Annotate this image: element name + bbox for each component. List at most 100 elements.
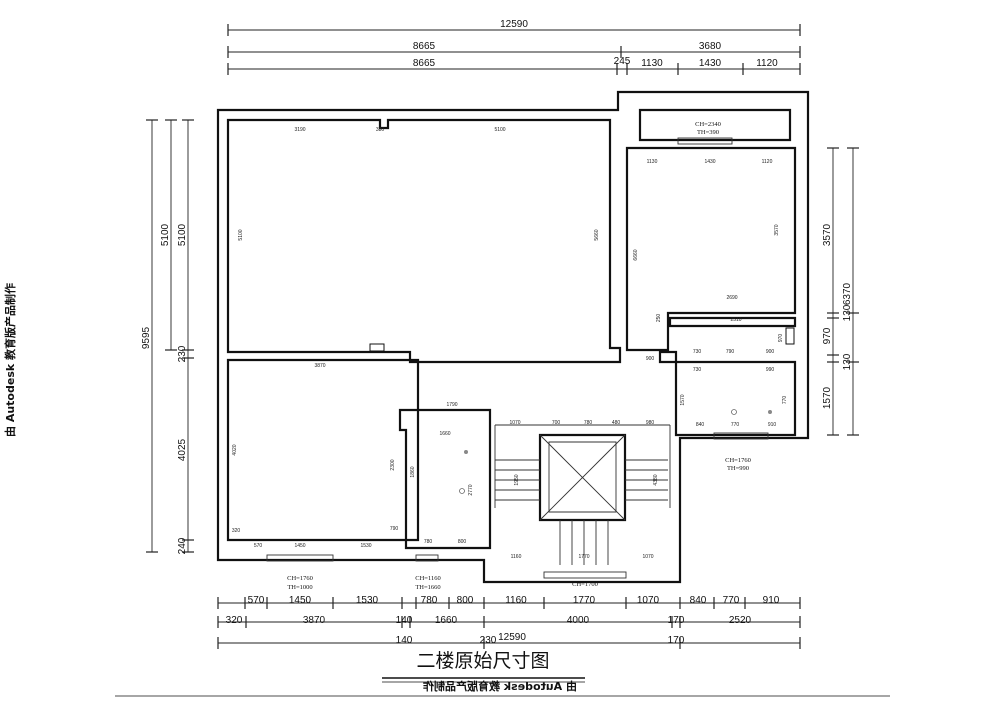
room2-dim-d: 6660	[633, 249, 639, 260]
dim-bottom2-a: 320	[226, 615, 243, 626]
dim-left-inner-3: 4025	[177, 438, 188, 461]
stair-dim-b: 700	[552, 420, 561, 426]
dim-right-2: 130	[842, 304, 853, 321]
dim-bottom2-c: 140	[396, 615, 413, 626]
walls	[216, 90, 810, 584]
dim-bottom1-d: 780	[421, 595, 438, 606]
room2-dim-a: 1130	[647, 159, 658, 165]
dim-top-row3-c: 1130	[641, 58, 663, 69]
room2-dim-f: 2690	[726, 295, 737, 301]
dim-right-5: 1570	[822, 386, 833, 409]
room4-dim-h: 800	[458, 539, 467, 545]
dim-right-1: 3570	[822, 223, 833, 246]
dim-right-3: 970	[822, 327, 833, 344]
room5-dim-c: 900	[766, 349, 775, 355]
stair-dim-e: 980	[646, 420, 655, 426]
room4-dim-a: 1790	[446, 402, 457, 408]
dim-bottom2-f: 170	[668, 615, 685, 626]
dim-top-row3-e: 1120	[756, 58, 778, 69]
note-left-th: TH=1000	[287, 584, 312, 591]
note-right-th: TH=990	[727, 465, 749, 472]
room5-dim-m: 970	[778, 334, 784, 343]
room5-dim-l: 900	[646, 356, 655, 362]
dim-left-inner-4: 240	[177, 537, 188, 554]
room4-dim-e: 1860	[410, 466, 416, 477]
room3-dim-c: 320	[232, 528, 241, 534]
dim-left-inner-1: 5100	[177, 223, 188, 246]
room5-dim-i: 910	[768, 422, 777, 428]
room4-dim-g: 780	[424, 539, 433, 545]
dim-bottom3-b: 230	[480, 635, 497, 646]
room5-dim-h: 770	[731, 422, 740, 428]
stair-dim-d: 480	[612, 420, 621, 426]
room5-dim-j: 770	[782, 396, 788, 405]
interior-dimensions: 3190 380 5100 5100 5660 1130 1430 1120 6…	[232, 127, 788, 560]
room5-dim-a: 730	[693, 349, 702, 355]
dim-top-row3-b: 245	[614, 56, 631, 67]
dim-bottom1-j: 770	[723, 595, 740, 606]
room4-dim-f: 790	[390, 526, 399, 532]
dim-right-side: 6370	[842, 282, 853, 305]
room3-dim-b: 4020	[232, 444, 238, 455]
dim-bottom1-e: 800	[457, 595, 474, 606]
watermark-left: 由 Autodesk 教育版产品制作	[3, 283, 17, 437]
room3-dim-f: 1530	[360, 543, 371, 549]
dim-bottom1-f: 1160	[505, 595, 527, 606]
dim-left-inner-2: 230	[177, 345, 188, 362]
dim-bottom1-k: 910	[763, 595, 780, 606]
windows	[266, 137, 769, 579]
dim-top-row3-d: 1430	[699, 58, 722, 69]
dim-left-outer: 9595	[141, 326, 152, 349]
dim-top-row2-b: 3680	[699, 41, 722, 52]
room1-dim-d: 5100	[238, 229, 244, 240]
dim-bottom1-c: 1530	[356, 595, 379, 606]
room5-dim-f: 1570	[680, 394, 686, 405]
fixtures	[369, 327, 795, 494]
stair-dim-c: 780	[584, 420, 593, 426]
stair-dim-a: 1070	[509, 420, 520, 426]
dim-bottom2-e: 4000	[567, 615, 590, 626]
note-mid-ch: CH=1160	[415, 575, 440, 582]
room3-dim-e: 1450	[294, 543, 305, 549]
dim-top-row3-a: 8665	[413, 58, 436, 69]
room5-dim-g: 840	[696, 422, 705, 428]
dim-top-row2-a: 8665	[413, 41, 436, 52]
dim-bottom2-g: 2520	[729, 615, 752, 626]
room2-dim-g: 2510	[730, 317, 741, 323]
dim-bottom3-c: 12590	[498, 632, 526, 643]
stair-treads	[494, 424, 671, 565]
room4-dim-d: 2770	[468, 484, 474, 495]
stair-dim-h: 1160	[511, 554, 522, 560]
note-mid-th: TH=1660	[415, 584, 440, 591]
note-top-ch: CH=2340	[695, 121, 721, 128]
left-dimensions: 9595 5100 230 4025 240 5100	[141, 119, 194, 554]
room5-dim-b: 790	[726, 349, 735, 355]
dim-bottom1-h: 1070	[637, 595, 660, 606]
note-stair-ch: CH=1700	[572, 581, 598, 588]
stair-dim-i: 1770	[578, 554, 589, 560]
dim-bottom2-b: 3870	[303, 615, 326, 626]
dim-top-total: 12590	[500, 19, 528, 30]
room2-dim-b: 1430	[704, 159, 715, 165]
dim-bottom1-b: 1450	[289, 595, 312, 606]
watermark-bottom: 由 Autodesk 教育版产品制作	[423, 679, 577, 693]
bottom-dimensions: 570 1450 1530 780 800 1160 1770 1070 840…	[217, 595, 801, 649]
room5-dim-e: 990	[766, 367, 775, 373]
room4-dim-c: 2300	[390, 459, 396, 470]
top-dimensions: 12590 8665 3680 8665 245 1130 1430 1120	[227, 19, 801, 75]
stair-dim-f: 1950	[514, 474, 520, 485]
room1-dim-a: 3190	[294, 127, 305, 133]
dim-bottom1-g: 1770	[573, 595, 596, 606]
dim-bottom3-d: 170	[668, 635, 685, 646]
stair-dim-j: 1070	[642, 554, 653, 560]
stair-dim-g: 4380	[653, 474, 659, 485]
room2-dim-e: 3570	[774, 224, 780, 235]
dim-bottom1-a: 570	[248, 595, 265, 606]
room4-dim-b: 1660	[439, 431, 450, 437]
window-notes: CH=2340 TH=390 CH=1760 TH=990 CH=1760 TH…	[287, 121, 751, 591]
dim-bottom3-a: 140	[396, 635, 413, 646]
dim-left-mid: 5100	[160, 223, 171, 246]
room2-dim-c: 1120	[762, 159, 773, 165]
dim-bottom2-d: 1660	[435, 615, 458, 626]
note-top-th: TH=390	[697, 129, 719, 136]
